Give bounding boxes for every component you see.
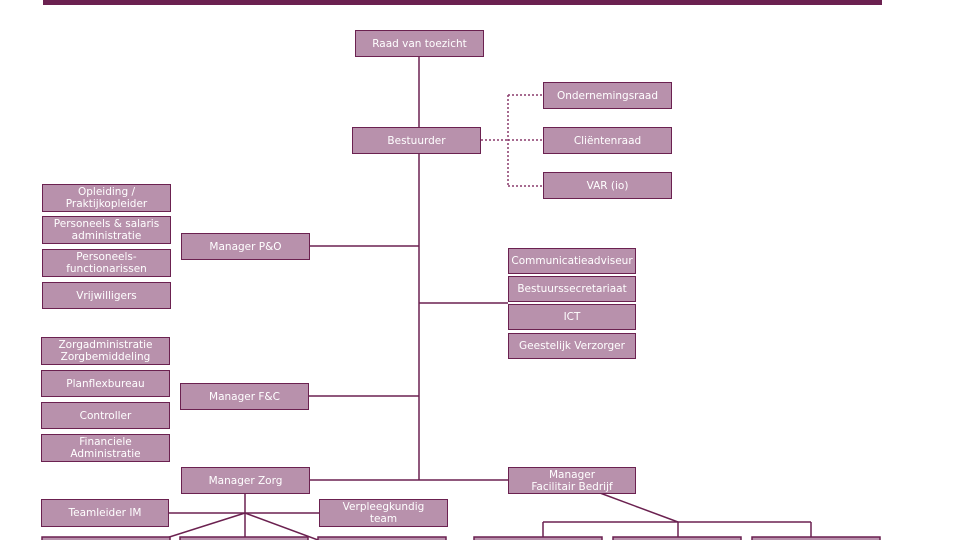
box-controller: Controller [41,402,170,429]
box-var: VAR (io) [543,172,672,199]
cutoff-box [612,536,742,540]
box-ondernemingsraad: Ondernemingsraad [543,82,672,109]
box-teamleider-im: Teamleider IM [41,499,169,527]
cutoff-box [41,536,171,540]
box-ict: ICT [508,304,636,330]
box-personeels-salaris: Personeels & salaris administratie [42,216,171,244]
box-personeels-functionarissen: Personeels- functionarissen [42,249,171,277]
header-bar [43,0,882,5]
box-manager-po: Manager P&O [181,233,310,260]
zorg-connector [159,512,246,540]
box-verpleegkundig-team: Verpleegkundig team [319,499,448,527]
box-manager-fc: Manager F&C [180,383,309,410]
zorg-connector [244,512,319,540]
box-bestuurder: Bestuurder [352,127,481,154]
box-geestelijk-verzorger: Geestelijk Verzorger [508,333,636,359]
cutoff-box [317,536,447,540]
box-raad-van-toezicht: Raad van toezicht [355,30,484,57]
box-planflexbureau: Planflexbureau [41,370,170,397]
box-manager-facilitair: Manager Facilitair Bedrijf [508,467,636,494]
box-zorgadministratie: Zorgadministratie Zorgbemiddeling [41,337,170,365]
box-opleiding: Opleiding / Praktijkopleider [42,184,171,212]
cutoff-box [751,536,881,540]
box-manager-zorg: Manager Zorg [181,467,310,494]
box-bestuurssecretariaat: Bestuurssecretariaat [508,276,636,302]
box-clientenraad: Cliëntenraad [543,127,672,154]
box-communicatieadviseur: Communicatieadviseur [508,248,636,274]
cutoff-box [473,536,603,540]
box-vrijwilligers: Vrijwilligers [42,282,171,309]
box-financiele-administratie: Financiele Administratie [41,434,170,462]
facilitair-connector [599,492,679,523]
cutoff-box [179,536,309,540]
